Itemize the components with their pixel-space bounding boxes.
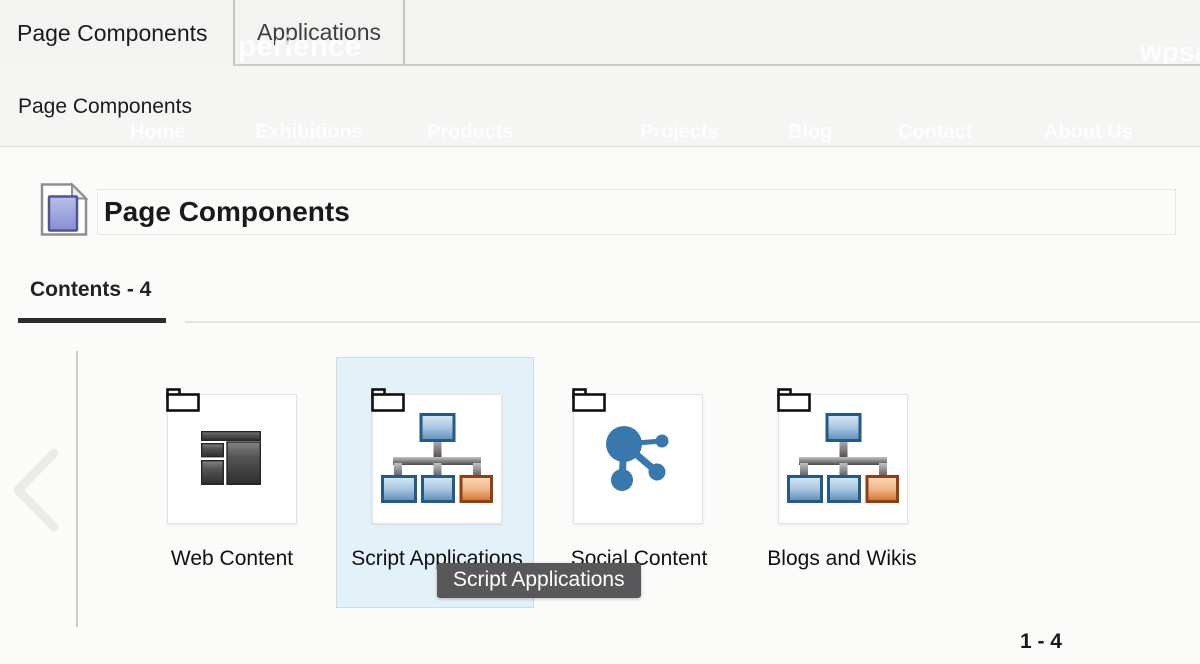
tab-bar-divider — [233, 64, 1200, 66]
tooltip: Script Applications — [437, 563, 641, 598]
folder-icon — [777, 388, 811, 412]
toolbar-tab-bar: Page Components perience Applications wp… — [0, 0, 1200, 66]
folder-icon — [572, 388, 606, 412]
folder-icon — [371, 388, 405, 412]
tile-label-blogs-and-wikis: Blogs and Wikis — [767, 547, 917, 570]
tab-page-components-label: Page Components — [17, 19, 208, 46]
sitemap-icon — [787, 413, 899, 503]
background-nav-products: Products — [427, 121, 514, 143]
tile-web-content[interactable] — [166, 388, 297, 524]
tile-blogs-and-wikis[interactable] — [777, 388, 908, 524]
active-tab-underline — [18, 318, 166, 323]
breadcrumb-row: Page Components Home Exhibitions Product… — [0, 66, 1200, 147]
background-nav-exhibitions: Exhibitions — [255, 121, 363, 143]
chevron-left-icon[interactable] — [8, 448, 60, 532]
tile-script-applications[interactable] — [371, 388, 502, 524]
tile-social-content[interactable] — [572, 388, 703, 524]
tab-baseline-divider — [185, 321, 1200, 323]
background-nav-blog: Blog — [788, 121, 833, 143]
background-nav-about-us: About Us — [1044, 121, 1133, 143]
social-network-icon — [606, 426, 669, 491]
page-title: Page Components — [104, 196, 350, 227]
tab-applications[interactable]: perience Applications — [233, 0, 405, 64]
tab-page-components[interactable]: Page Components — [0, 0, 233, 66]
folder-icon — [166, 388, 200, 412]
tile-label-web-content: Web Content — [170, 547, 294, 570]
panel-body: Page Components Contents - 4 — [0, 147, 1200, 664]
background-nav-projects: Projects — [640, 121, 719, 143]
background-nav-contact: Contact — [898, 121, 973, 143]
page-icon — [40, 182, 88, 236]
tab-contents[interactable]: Contents - 4 — [30, 278, 152, 301]
vertical-divider — [76, 351, 78, 627]
sitemap-icon — [381, 413, 493, 503]
page-title-focus-outline: Page Components — [97, 189, 1176, 235]
background-nav-home: Home — [130, 121, 186, 143]
tab-applications-label: Applications — [256, 18, 382, 45]
web-content-layout-icon — [201, 431, 261, 485]
background-watermark-text: wpsa — [1139, 36, 1200, 66]
breadcrumb[interactable]: Page Components — [18, 95, 192, 118]
pagination-range: 1 - 4 — [1019, 630, 1062, 653]
